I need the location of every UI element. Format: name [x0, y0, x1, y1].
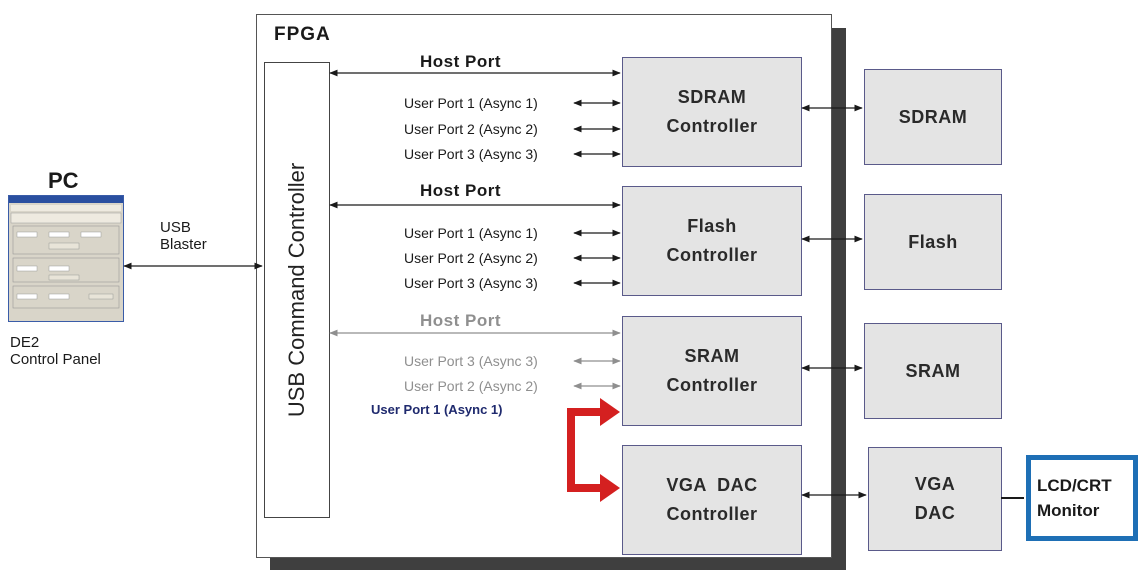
sdram-host-port-label: Host Port: [420, 52, 501, 71]
sram-controller: SRAM Controller: [622, 316, 802, 426]
usb-command-controller: USB Command Controller: [264, 62, 330, 518]
pc-title: PC: [48, 168, 79, 193]
flash-controller-line1: Flash: [687, 216, 737, 236]
control-panel-label-line2: Control Panel: [10, 351, 101, 368]
sram-vga-red-arrow: [567, 398, 620, 502]
sdram-user-port-3: User Port 3 (Async 3): [404, 146, 538, 162]
flash-user-port-3: User Port 3 (Async 3): [404, 275, 538, 291]
vga-controller-line2: Controller: [666, 504, 758, 524]
flash-host-port-label: Host Port: [420, 181, 501, 200]
sram-host-port-label: Host Port: [420, 311, 501, 330]
fpga-title: FPGA: [274, 24, 331, 45]
sdram-controller: SDRAM Controller: [622, 57, 802, 167]
vga-dac-device: VGA DAC: [868, 447, 1002, 551]
sram-device: SRAM: [864, 323, 1002, 419]
usb-blaster-line1: USB: [160, 219, 191, 236]
flash-device-label: Flash: [908, 231, 958, 252]
sdram-controller-line2: Controller: [666, 116, 758, 136]
control-panel-label-line1: DE2: [10, 334, 40, 351]
control-panel-window-icon: [9, 196, 123, 309]
vga-dac-line1: VGA: [914, 474, 956, 494]
flash-user-port-2: User Port 2 (Async 2): [404, 250, 538, 266]
vga-dac-line2: DAC: [914, 503, 956, 523]
sram-user-port-1: User Port 1 (Async 1): [371, 402, 503, 417]
sdram-user-port-2: User Port 2 (Async 2): [404, 121, 538, 137]
sram-user-port-2: User Port 2 (Async 2): [404, 378, 538, 394]
monitor-line2: Monitor: [1037, 501, 1100, 520]
lcd-crt-monitor: LCD/CRT Monitor: [1026, 455, 1138, 541]
usb-blaster-line2: Blaster: [160, 236, 207, 253]
sdram-device-label: SDRAM: [898, 106, 968, 127]
control-panel-thumbnail: [8, 195, 124, 322]
vga-controller-line1: VGA DAC: [666, 475, 758, 495]
flash-device: Flash: [864, 194, 1002, 290]
sdram-device: SDRAM: [864, 69, 1002, 165]
flash-user-port-1: User Port 1 (Async 1): [404, 225, 538, 241]
sdram-user-port-1: User Port 1 (Async 1): [404, 95, 538, 111]
monitor-line1: LCD/CRT: [1037, 476, 1112, 495]
sram-controller-line1: SRAM: [684, 346, 740, 366]
sram-device-label: SRAM: [905, 360, 961, 381]
vga-dac-controller: VGA DAC Controller: [622, 445, 802, 555]
flash-controller: Flash Controller: [622, 186, 802, 296]
sdram-controller-line1: SDRAM: [677, 87, 747, 107]
usb-blaster-label: USB Blaster: [160, 219, 207, 253]
flash-controller-line2: Controller: [666, 245, 758, 265]
sram-controller-line2: Controller: [666, 375, 758, 395]
control-panel-label: DE2 Control Panel: [10, 334, 101, 368]
sram-user-port-3: User Port 3 (Async 3): [404, 353, 538, 369]
